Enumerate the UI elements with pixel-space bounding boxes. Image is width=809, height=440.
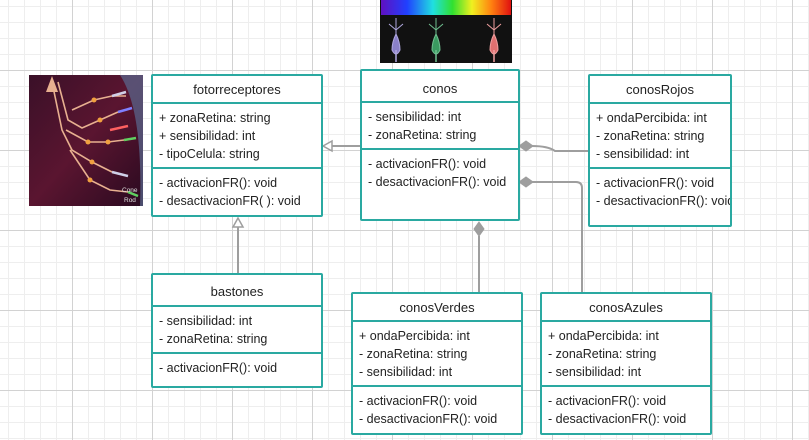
methods-section: - activacionFR(): void — [153, 352, 321, 381]
attribute: - zonaRetina: string — [596, 129, 705, 143]
class-name: bastones — [210, 284, 264, 299]
attribute: - zonaRetina: string — [159, 332, 268, 346]
class-conos[interactable]: conos - sensibilidad: int - zonaRetina: … — [360, 69, 520, 221]
attribute: + sensibilidad: int — [159, 129, 256, 143]
retina-rod-label: Rod — [124, 197, 136, 204]
method: - activacionFR(): void — [368, 157, 487, 171]
methods-section: - activacionFR(): void - desactivacionFR… — [153, 167, 321, 214]
class-name: conos — [422, 81, 458, 96]
attributes-section: + zonaRetina: string + sensibilidad: int… — [153, 102, 321, 167]
attributes-section: + ondaPercibida: int - zonaRetina: strin… — [542, 320, 710, 385]
class-conosAzules[interactable]: conosAzules + ondaPercibida: int - zonaR… — [540, 292, 712, 435]
attribute: - sensibilidad: int — [159, 314, 253, 328]
attributes-section: - sensibilidad: int - zonaRetina: string — [362, 101, 518, 148]
class-name: conosVerdes — [399, 300, 475, 315]
method: - desactivacionFR(): void — [596, 194, 732, 208]
attribute: - zonaRetina: string — [548, 347, 657, 361]
attributes-section: + ondaPercibida: int - zonaRetina: strin… — [590, 102, 730, 167]
attribute: - tipoCelula: string — [159, 147, 260, 161]
method: - desactivacionFR( ): void — [159, 194, 301, 208]
method: - desactivacionFR(): void — [359, 412, 498, 426]
class-name: conosRojos — [626, 82, 694, 97]
attribute: + ondaPercibida: int — [548, 329, 659, 343]
attribute: - zonaRetina: string — [368, 128, 477, 142]
methods-section: - activacionFR(): void - desactivacionFR… — [362, 148, 518, 195]
class-fotorreceptores[interactable]: fotorreceptores + zonaRetina: string + s… — [151, 74, 323, 217]
attribute: - zonaRetina: string — [359, 347, 468, 361]
method: - desactivacionFR(): void — [548, 412, 687, 426]
methods-section: - activacionFR(): void - desactivacionFR… — [590, 167, 730, 214]
attribute: - sensibilidad: int — [596, 147, 690, 161]
method: - activacionFR(): void — [548, 394, 667, 408]
attribute: - sensibilidad: int — [359, 365, 453, 379]
attribute: + zonaRetina: string — [159, 111, 271, 125]
class-name: conosAzules — [589, 300, 663, 315]
retina-cone-label: Cone — [122, 187, 138, 194]
method: - activacionFR(): void — [359, 394, 478, 408]
class-name: fotorreceptores — [193, 82, 281, 97]
attributes-section: + ondaPercibida: int - zonaRetina: strin… — [353, 320, 521, 385]
methods-section: - activacionFR(): void - desactivacionFR… — [542, 385, 710, 432]
attributes-section: - sensibilidad: int - zonaRetina: string — [153, 305, 321, 352]
methods-section: - activacionFR(): void - desactivacionFR… — [353, 385, 521, 432]
class-conosRojos[interactable]: conosRojos + ondaPercibida: int - zonaRe… — [588, 74, 732, 227]
method: - activacionFR(): void — [596, 176, 715, 190]
class-conosVerdes[interactable]: conosVerdes + ondaPercibida: int - zonaR… — [351, 292, 523, 435]
attribute: + ondaPercibida: int — [359, 329, 470, 343]
method: - activacionFR(): void — [159, 176, 278, 190]
class-bastones[interactable]: bastones - sensibilidad: int - zonaRetin… — [151, 273, 323, 388]
method: - desactivacionFR(): void — [368, 175, 507, 189]
method: - activacionFR(): void — [159, 361, 278, 375]
attribute: - sensibilidad: int — [368, 110, 462, 124]
attribute: - sensibilidad: int — [548, 365, 642, 379]
attribute: + ondaPercibida: int — [596, 111, 707, 125]
